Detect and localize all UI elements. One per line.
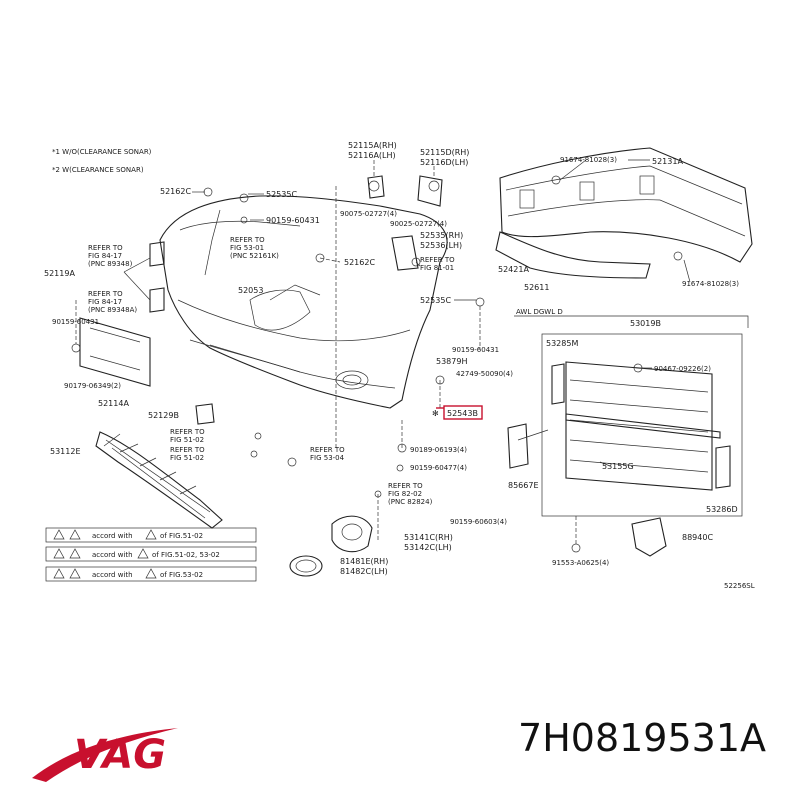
callout-88940C: 88940C: [682, 533, 713, 542]
callout-90159-60431: 90159-60431: [266, 216, 320, 225]
callout-52115D: 52115D(RH): [420, 148, 469, 157]
callout-81482C: 81482C(LH): [340, 567, 388, 576]
callout-52421A: 52421A: [498, 265, 529, 274]
callout-91674-b: 91674-81028(3): [682, 280, 739, 288]
diagram-code: 52256SL: [724, 582, 755, 590]
part-callouts: 52162C 52535C 90159-60431 52115A(RH) 521…: [44, 141, 755, 590]
highlighted-part-box: [443, 405, 483, 420]
ref-51-02-a: REFER TO FIG 51-02: [170, 428, 207, 444]
ref-84-17-a: REFER TO FIG 84-17 (PNC 89348): [88, 244, 133, 268]
callout-90075: 90075-02727(4): [340, 210, 397, 218]
callout-52611: 52611: [524, 283, 549, 292]
callout-53112E: 53112E: [50, 447, 81, 456]
part-number: 7H0819531A: [518, 716, 766, 760]
logo-text: VAG: [74, 732, 166, 778]
warning-2-text: accord with: [92, 551, 133, 559]
vag-logo: VAG: [32, 728, 178, 782]
callout-85667E: 85667E: [508, 481, 539, 490]
ref-84-17-b: REFER TO FIG 84-17 (PNC 89348A): [88, 290, 137, 314]
callout-53285M: 53285M: [546, 339, 578, 348]
callout-81481E: 81481E(RH): [340, 557, 388, 566]
shutter-assembly-box: [507, 315, 749, 557]
energy-absorber: [495, 231, 651, 279]
warning-1-ref: of FIG.51-02: [160, 532, 203, 540]
warning-3-text: accord with: [92, 571, 133, 579]
callout-52535C: 52535C: [266, 190, 297, 199]
callout-52116D: 52116D(LH): [420, 158, 468, 167]
callout-90159-60477: 90159-60477(4): [410, 464, 467, 472]
callout-91674-a: 91674-81028(3): [560, 156, 617, 164]
warning-box-1: accord with of FIG.51-02: [45, 527, 257, 543]
callout-53141C: 53141C(RH): [404, 533, 453, 542]
callout-52162C: 52162C: [160, 187, 191, 196]
callout-52536: 52536(LH): [420, 241, 462, 250]
warning-2-ref: of FIG.51-02, 53-02: [152, 551, 220, 559]
callout-90189: 90189-06193(4): [410, 446, 467, 454]
callout-53879H: 53879H: [436, 357, 467, 366]
callout-52119A: 52119A: [44, 269, 75, 278]
warning-box-2: accord with of FIG.51-02, 53-02: [45, 546, 257, 562]
tow-hook-cover: [195, 403, 215, 425]
front-bumper-cover: [159, 195, 448, 409]
callout-52543B-star: ✻: [432, 409, 439, 418]
ref-51-02-b: REFER TO FIG 51-02: [170, 446, 207, 462]
callout-42749: 42749-50090(4): [456, 370, 513, 378]
reference-notes: REFER TO FIG 84-17 (PNC 89348) REFER TO …: [88, 236, 457, 506]
ref-82-02: REFER TO FIG 82-02 (PNC 82824): [388, 482, 433, 506]
note-without-sonar: *1 W/O(CLEARANCE SONAR): [52, 148, 152, 156]
side-retainers: [149, 175, 443, 313]
callout-52114A: 52114A: [98, 399, 129, 408]
callout-52115A: 52115A(RH): [348, 141, 397, 150]
callout-90159-60431-b: 90159-60431: [52, 318, 99, 326]
callout-53286D: 53286D: [706, 505, 738, 514]
callout-53142C: 53142C(LH): [404, 543, 452, 552]
lower-grille: [95, 431, 223, 529]
callout-52053: 52053: [238, 286, 263, 295]
callout-91553: 91553-A0625(4): [552, 559, 609, 567]
warning-3-ref: of FIG.53-02: [160, 571, 203, 579]
callout-90159-60431-c: 90159-60431: [452, 346, 499, 354]
bumper-reinforcement: [499, 147, 753, 263]
callout-52162C-b: 52162C: [344, 258, 375, 267]
ref-81-01: REFER TO FIG 81-01: [420, 256, 457, 272]
ref-53-04: REFER TO FIG 53-04: [310, 446, 347, 462]
callout-90025: 90025-02727(4): [390, 220, 447, 228]
callout-53019B: 53019B: [630, 319, 661, 328]
parts-diagram: *1 W/O(CLEARANCE SONAR) *2 W(CLEARANCE S…: [44, 141, 755, 590]
callout-90159-60603: 90159-60603(4): [450, 518, 507, 526]
box-label: AWL DGWL D: [516, 308, 563, 316]
warning-1-text: accord with: [92, 532, 133, 540]
callout-52535: 52535(RH): [420, 231, 463, 240]
callout-52129B: 52129B: [148, 411, 179, 420]
callout-52535C-b: 52535C: [420, 296, 451, 305]
warning-boxes: accord with of FIG.51-02 accord with of …: [45, 527, 257, 582]
ref-53-01: REFER TO FIG 53-01 (PNC 52161K): [230, 236, 279, 260]
license-plate-bracket: [79, 317, 151, 387]
callout-52131A: 52131A: [652, 157, 683, 166]
warning-box-3: accord with of FIG.53-02: [45, 566, 257, 582]
note-with-sonar: *2 W(CLEARANCE SONAR): [52, 166, 144, 174]
callout-90467: 90467-09226(2): [654, 365, 711, 373]
logo-swoosh: [32, 728, 178, 782]
leader-lines: [75, 159, 691, 544]
callout-52543B: 52543B: [447, 409, 478, 418]
fog-lamp-parts: [289, 515, 373, 577]
callout-53155G: 53155G: [602, 462, 634, 471]
callout-52116A: 52116A(LH): [348, 151, 396, 160]
callout-90179: 90179-06349(2): [64, 382, 121, 390]
